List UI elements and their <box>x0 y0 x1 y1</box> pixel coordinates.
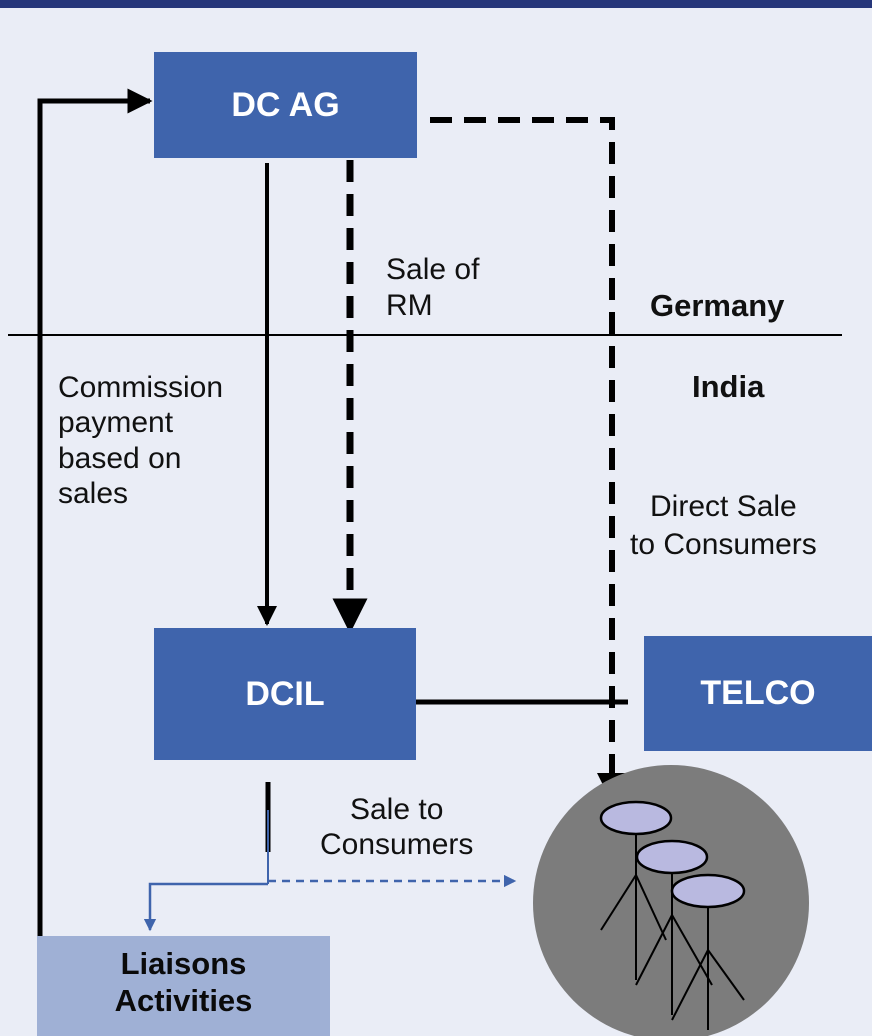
label-commission-payment: Commission payment based on sales <box>58 371 224 511</box>
consumer-stool-2 <box>635 839 713 1015</box>
label-direct-sale: Direct Sale to Consumers <box>630 490 817 561</box>
node-liaisons-activities: Liaisons Activities <box>37 936 330 1036</box>
consumers-graphic <box>533 765 809 1036</box>
direct-sale-arrow <box>430 117 627 803</box>
label-sale-of-rm: Sale of RM <box>386 253 480 322</box>
label-sale-to-consumers: Sale to Consumers <box>320 793 474 862</box>
node-telco: TELCO <box>644 636 872 751</box>
region-india: India <box>692 369 765 404</box>
consumer-stool-3 <box>670 873 746 1030</box>
dcil-to-liaisons-arrow <box>143 882 268 932</box>
region-germany: Germany <box>650 288 785 323</box>
liaisons-to-dcag-arrow <box>37 88 153 940</box>
node-dcil: DCIL <box>154 628 416 760</box>
node-dc-ag: DC AG <box>154 52 417 158</box>
top-border-bar <box>0 0 872 8</box>
